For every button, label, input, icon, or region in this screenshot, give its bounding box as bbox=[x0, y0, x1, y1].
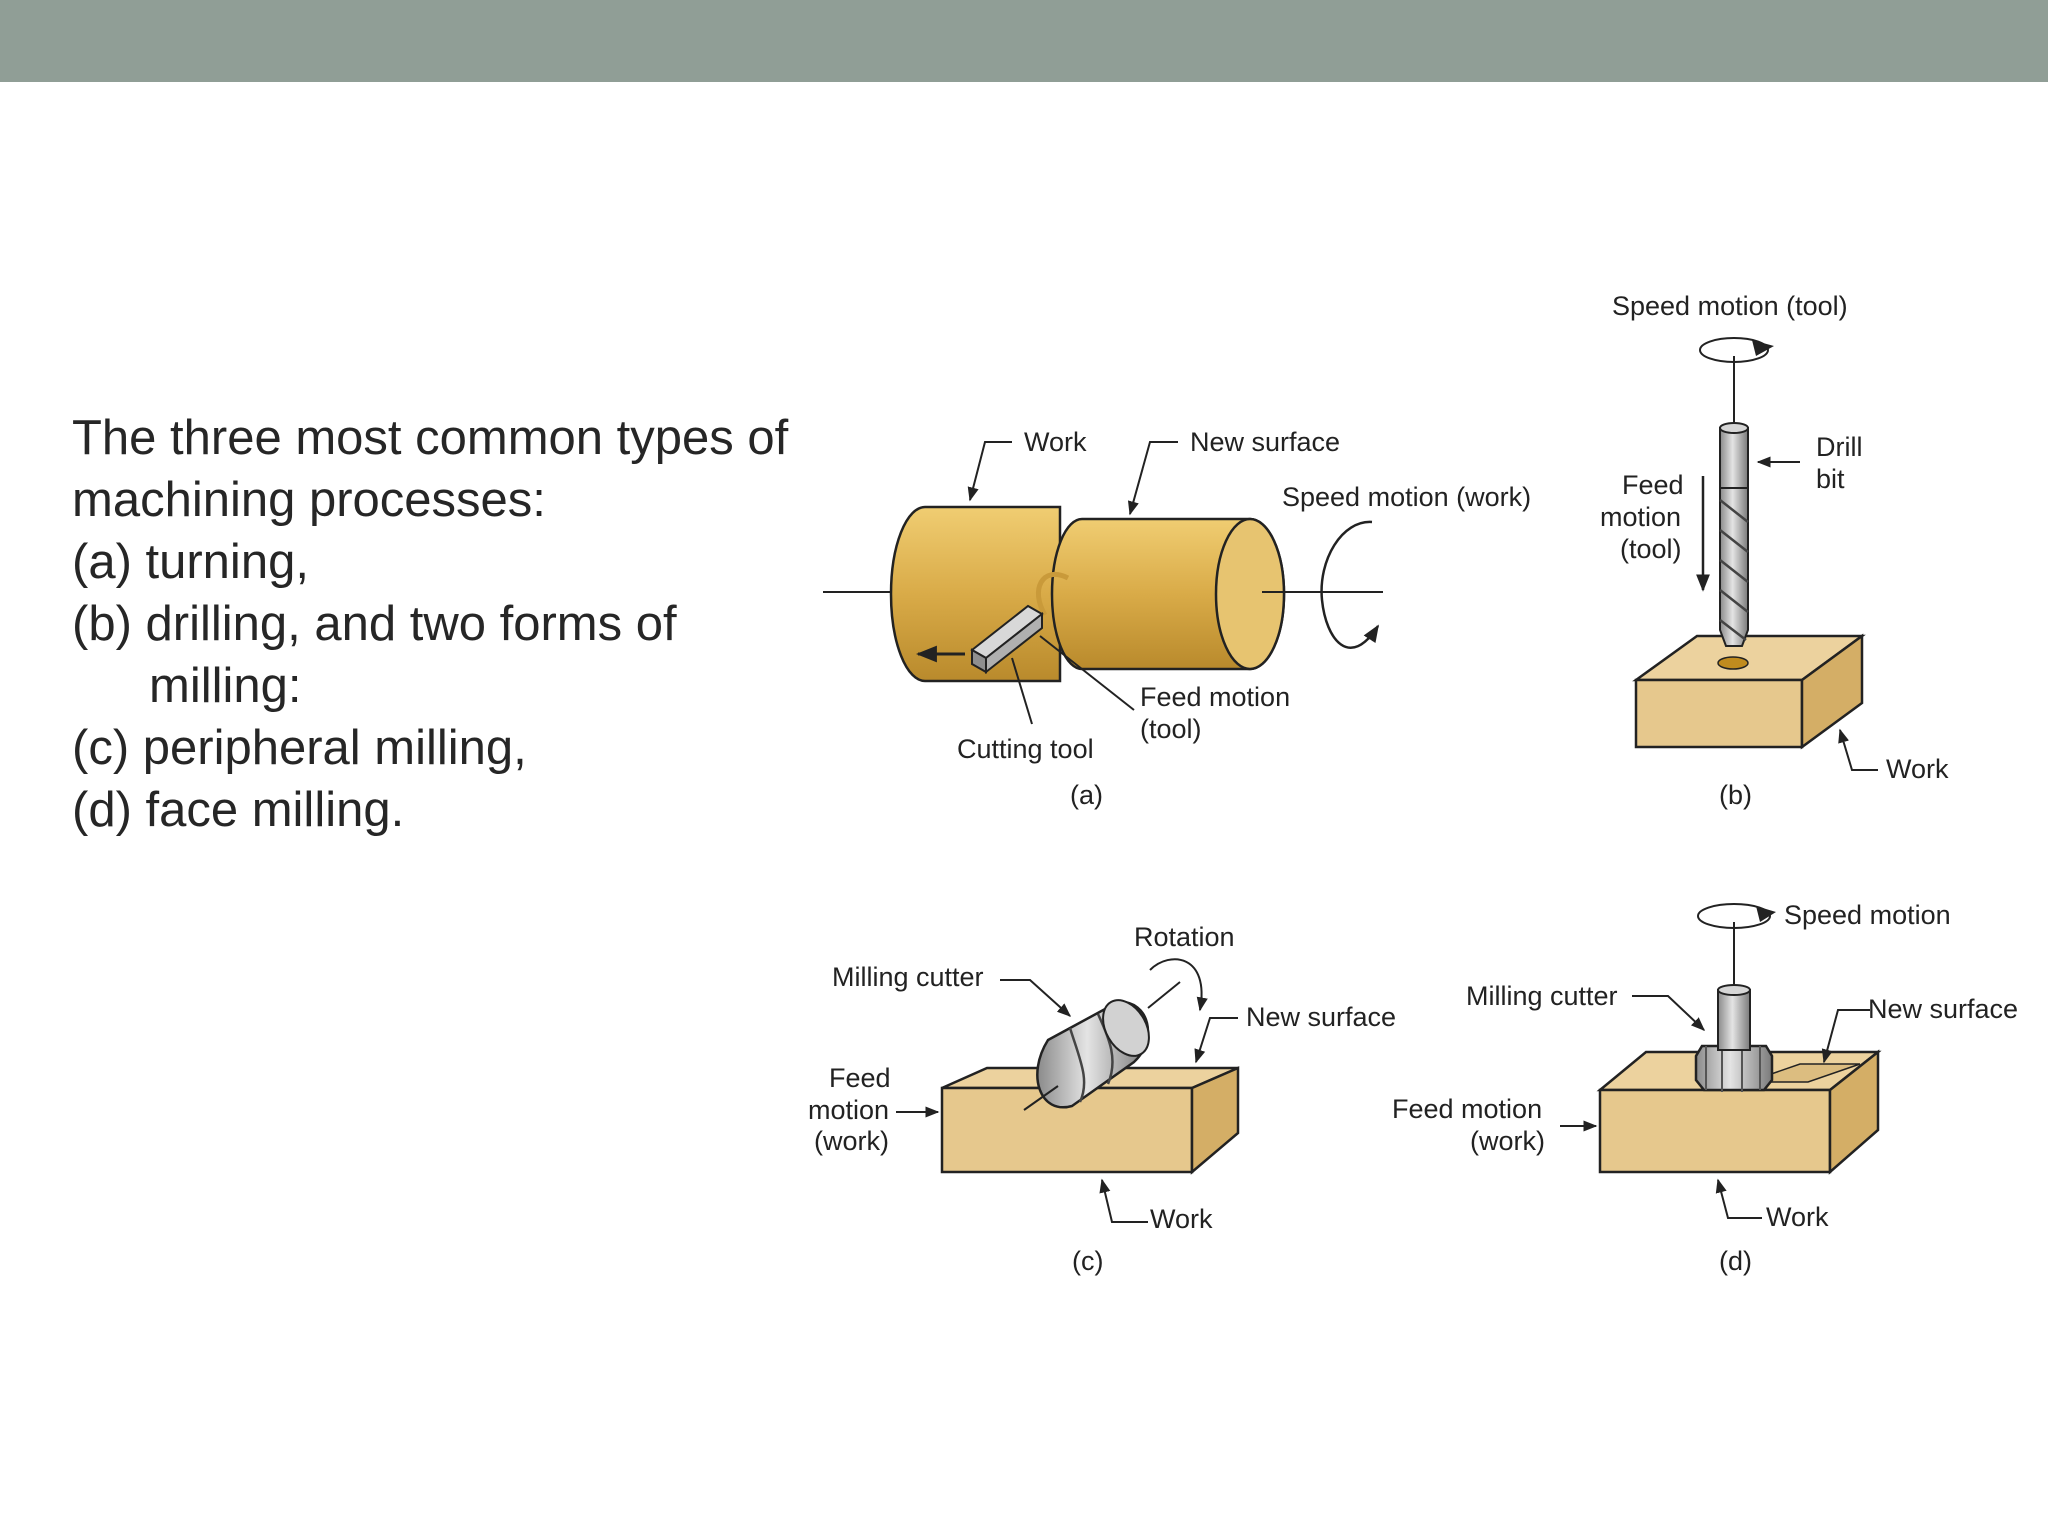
leader-cutting-tool bbox=[1011, 657, 1033, 725]
hole-b bbox=[1717, 656, 1749, 670]
work-side-d bbox=[1828, 1049, 1880, 1175]
label-new-surface-c: New surface bbox=[1246, 1002, 1396, 1032]
work-front-d bbox=[1598, 1088, 1832, 1174]
caption-c: (c) bbox=[1072, 1246, 1103, 1276]
header-bar bbox=[0, 0, 2048, 82]
label-milling-cutter-c: Milling cutter bbox=[832, 962, 984, 992]
leader-feed-motion bbox=[1039, 635, 1135, 711]
label-speed-motion-d: Speed motion bbox=[1784, 900, 1951, 930]
slide-line-4: (b) drilling, and two forms of bbox=[72, 597, 677, 651]
label-rotation-c: Rotation bbox=[1134, 922, 1235, 952]
work-side-c bbox=[1190, 1066, 1240, 1175]
cutting-tool bbox=[970, 604, 1044, 675]
label-drill-b: Drill bbox=[1816, 432, 1863, 462]
leader-milling-cutter-d bbox=[1632, 995, 1706, 1031]
label-work-feed-c: (work) bbox=[814, 1126, 889, 1156]
work-front-b bbox=[1634, 678, 1804, 749]
label-motion-b: motion bbox=[1600, 502, 1681, 532]
milling-cutter-c bbox=[1036, 999, 1150, 1109]
label-work-d: Work bbox=[1766, 1202, 1829, 1232]
slide-line-7: (d) face milling. bbox=[72, 783, 405, 837]
drill-bit bbox=[1719, 422, 1749, 647]
label-milling-cutter-d: Milling cutter bbox=[1466, 981, 1618, 1011]
spin-arrowhead-b bbox=[1752, 340, 1774, 356]
label-feed-b: Feed bbox=[1622, 470, 1684, 500]
label-work-b: Work bbox=[1886, 754, 1949, 784]
slide-line-1: The three most common types of bbox=[72, 411, 789, 465]
leader-work bbox=[967, 441, 1012, 502]
spin-arrowhead-d bbox=[1756, 906, 1776, 922]
label-new-surface-a: New surface bbox=[1190, 427, 1340, 457]
label-work-c: Work bbox=[1150, 1204, 1213, 1234]
slide-line-3: (a) turning, bbox=[72, 535, 309, 589]
slide-line-6: (c) peripheral milling, bbox=[72, 721, 527, 775]
label-speed-motion-a: Speed motion (work) bbox=[1282, 482, 1531, 512]
work-end-face bbox=[1214, 517, 1286, 671]
chip bbox=[1035, 571, 1070, 617]
leader-work-d bbox=[1715, 1178, 1762, 1219]
label-feed-tool-a: (tool) bbox=[1140, 714, 1202, 744]
label-feed-c: Feed bbox=[829, 1063, 891, 1093]
leader-milling-cutter-c bbox=[1000, 979, 1072, 1017]
face-milling-diagram: Speed motion Milling cutter New surface … bbox=[1392, 900, 2018, 1276]
label-work-a: Work bbox=[1024, 427, 1087, 457]
new-surface-slot-d bbox=[1747, 1063, 1861, 1083]
label-feed-motion-a: Feed motion bbox=[1140, 682, 1290, 712]
label-feed-work-d: (work) bbox=[1470, 1126, 1545, 1156]
slide-text: The three most common types of machining… bbox=[72, 407, 852, 841]
label-tool-b: (tool) bbox=[1620, 534, 1682, 564]
turning-diagram: Work New surface Speed motion (work) Fee… bbox=[823, 427, 1531, 810]
leader-new-surface-d bbox=[1821, 1009, 1870, 1064]
cutter-axis-c2 bbox=[1147, 981, 1181, 1009]
caption-b: (b) bbox=[1719, 780, 1752, 810]
caption-a: (a) bbox=[1070, 780, 1103, 810]
label-cutting-tool-a: Cutting tool bbox=[957, 734, 1094, 764]
label-new-surface-d: New surface bbox=[1868, 994, 2018, 1024]
caption-d: (d) bbox=[1719, 1246, 1752, 1276]
cutter-axis-c bbox=[1023, 1085, 1059, 1111]
peripheral-milling-diagram: Rotation Milling cutter New surface Feed… bbox=[808, 922, 1396, 1276]
slide-line-2: machining processes: bbox=[72, 473, 546, 527]
label-bit-b: bit bbox=[1816, 464, 1845, 494]
leader-new-surface-c bbox=[1194, 1017, 1238, 1064]
slide-line-5: milling: bbox=[149, 659, 302, 713]
rotation-arrow-c bbox=[1149, 958, 1208, 1012]
leader-work-c bbox=[1099, 1178, 1148, 1223]
speed-rotation-arrow bbox=[1320, 520, 1380, 649]
milling-cutter-d bbox=[1694, 984, 1774, 1092]
label-speed-motion-b: Speed motion (tool) bbox=[1612, 291, 1848, 321]
work-side-b bbox=[1800, 633, 1864, 750]
label-feed-motion-d: Feed motion bbox=[1392, 1094, 1542, 1124]
leader-work-b bbox=[1838, 728, 1878, 771]
label-motion-c: motion bbox=[808, 1095, 889, 1125]
leader-new-surface bbox=[1127, 441, 1178, 516]
drilling-diagram: Speed motion (tool) Drill bit Feed motio… bbox=[1600, 291, 1949, 810]
